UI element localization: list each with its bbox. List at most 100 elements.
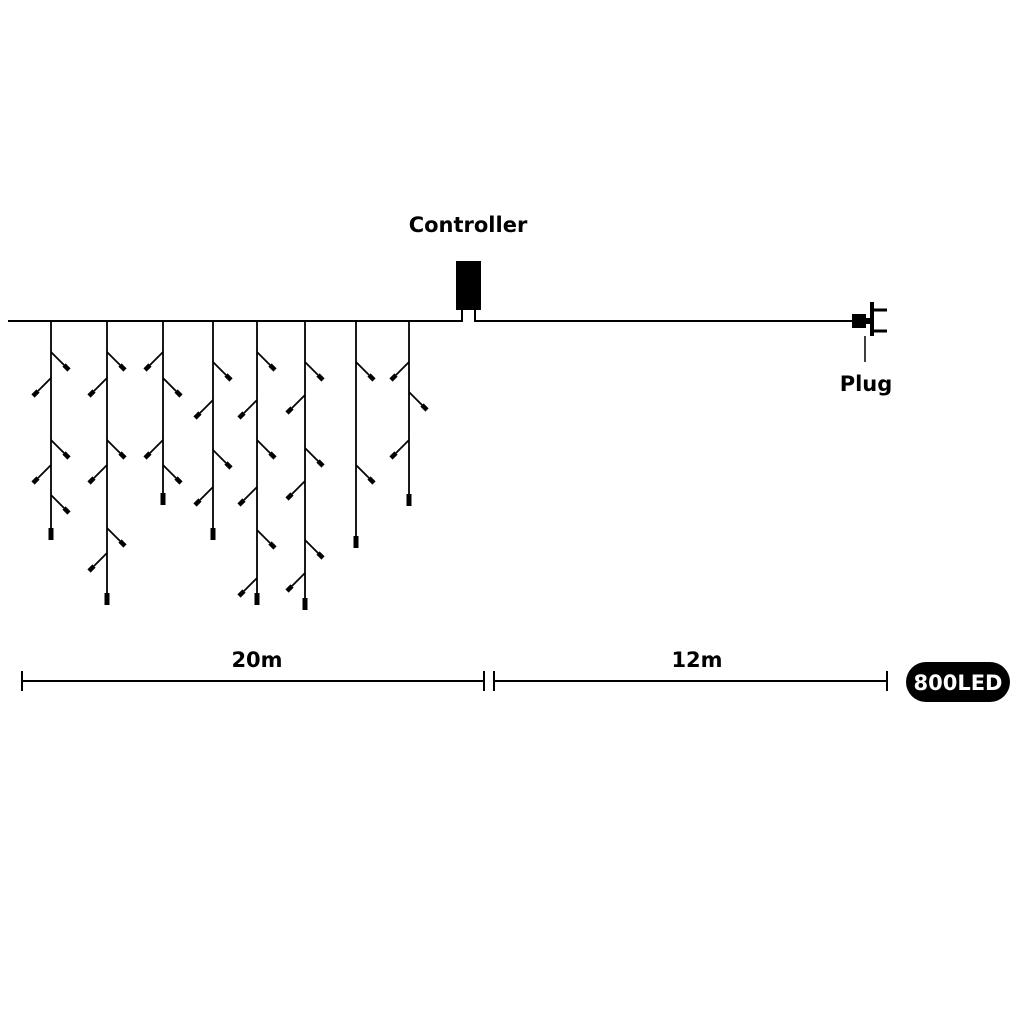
led-bulb-icon <box>285 584 294 593</box>
led-bulb-icon <box>316 551 325 560</box>
branch-wire <box>162 377 177 392</box>
led-bulb-icon <box>302 598 308 610</box>
branch-wire <box>106 527 121 542</box>
led-bulb-icon <box>389 451 398 460</box>
branch-wire <box>243 399 258 414</box>
icicle-drop <box>193 321 233 540</box>
icicle-drop <box>353 321 376 548</box>
led-bulb-icon <box>87 476 96 485</box>
led-bulb-icon <box>420 403 429 412</box>
branch-wire <box>291 394 306 409</box>
led-bulb-icon <box>87 389 96 398</box>
led-bulb-icon <box>316 373 325 382</box>
led-bulb-icon <box>389 373 398 382</box>
branch-wire <box>212 449 227 464</box>
led-bulb-icon <box>118 363 127 372</box>
branch-wire <box>37 377 52 392</box>
led-bulb-icon <box>62 451 71 460</box>
branch-wire <box>304 361 319 376</box>
led-bulb-icon <box>268 451 277 460</box>
branch-wire <box>50 439 65 454</box>
icicle-drop <box>285 321 325 610</box>
branch-wire <box>212 361 227 376</box>
led-bulb-icon <box>353 536 359 548</box>
led-bulb-icon <box>285 406 294 415</box>
led-bulb-icon <box>143 451 152 460</box>
led-badge-text: 800LED <box>914 671 1003 695</box>
led-bulb-icon <box>316 459 325 468</box>
branch-wire <box>304 539 319 554</box>
controller <box>456 261 481 323</box>
led-bulb-icon <box>118 451 127 460</box>
led-bulb-icon <box>62 363 71 372</box>
led-bulb-icon <box>193 498 202 507</box>
dimension-20m <box>21 671 485 691</box>
icicle-drop <box>87 321 127 605</box>
led-bulb-icon <box>367 476 376 485</box>
branch-wire <box>199 399 214 414</box>
led-badge-pill <box>906 662 1010 702</box>
controller-box-highlight <box>458 263 479 308</box>
led-bulb-icon <box>193 411 202 420</box>
led-bulb-icon <box>285 492 294 501</box>
branch-wire <box>149 351 164 366</box>
controller-label: Controller <box>409 213 528 237</box>
branch-wire <box>106 439 121 454</box>
led-bulb-icon <box>210 528 216 540</box>
led-bulb-icon <box>118 539 127 548</box>
led-bulb-icon <box>87 564 96 573</box>
led-bulb-icon <box>31 476 40 485</box>
led-bulb-icon <box>174 389 183 398</box>
led-count-badge: 800LED <box>906 662 1010 702</box>
led-bulb-icon <box>143 363 152 372</box>
plug-icon <box>852 302 887 336</box>
branch-wire <box>395 361 410 376</box>
branch-wire <box>243 486 258 501</box>
led-bulb-icon <box>48 528 54 540</box>
branch-wire <box>37 464 52 479</box>
led-bulb-icon <box>174 476 183 485</box>
branch-wire <box>256 529 271 544</box>
led-bulb-icon <box>237 411 246 420</box>
led-bulb-icon <box>268 541 277 550</box>
led-bulb-icon <box>237 589 246 598</box>
led-bulb-icon <box>254 593 260 605</box>
branch-wire <box>93 464 108 479</box>
led-bulb-icon <box>104 593 110 605</box>
branch-wire <box>149 439 164 454</box>
branch-wire <box>243 577 258 592</box>
branch-wire <box>106 351 121 366</box>
led-bulb-icon <box>224 373 233 382</box>
branch-wire <box>291 572 306 587</box>
led-bulb-icon <box>406 494 412 506</box>
branch-wire <box>395 439 410 454</box>
branch-wire <box>50 351 65 366</box>
led-bulb-icon <box>268 363 277 372</box>
led-bulb-icon <box>31 389 40 398</box>
branch-wire <box>355 464 370 479</box>
branch-wire <box>291 480 306 495</box>
icicle-drop <box>389 321 429 506</box>
branch-wire <box>256 439 271 454</box>
branch-wire <box>355 361 370 376</box>
icicle-drop <box>143 321 183 505</box>
led-bulb-icon <box>160 493 166 505</box>
icicle-drop <box>31 321 71 540</box>
led-bulb-icon <box>237 498 246 507</box>
branch-wire <box>93 552 108 567</box>
branch-wire <box>50 494 65 509</box>
icicle-drop <box>237 321 277 605</box>
branch-wire <box>256 351 271 366</box>
length-right-label: 12m <box>671 648 722 672</box>
branch-wire <box>304 447 319 462</box>
dimension-12m <box>493 671 888 691</box>
led-bulb-icon <box>224 461 233 470</box>
branch-wire <box>162 464 177 479</box>
plug-label: Plug <box>840 372 893 396</box>
branch-wire <box>408 391 423 406</box>
led-bulb-icon <box>367 373 376 382</box>
branch-wire <box>93 377 108 392</box>
length-left-label: 20m <box>231 648 282 672</box>
controller-box-icon <box>456 261 481 310</box>
